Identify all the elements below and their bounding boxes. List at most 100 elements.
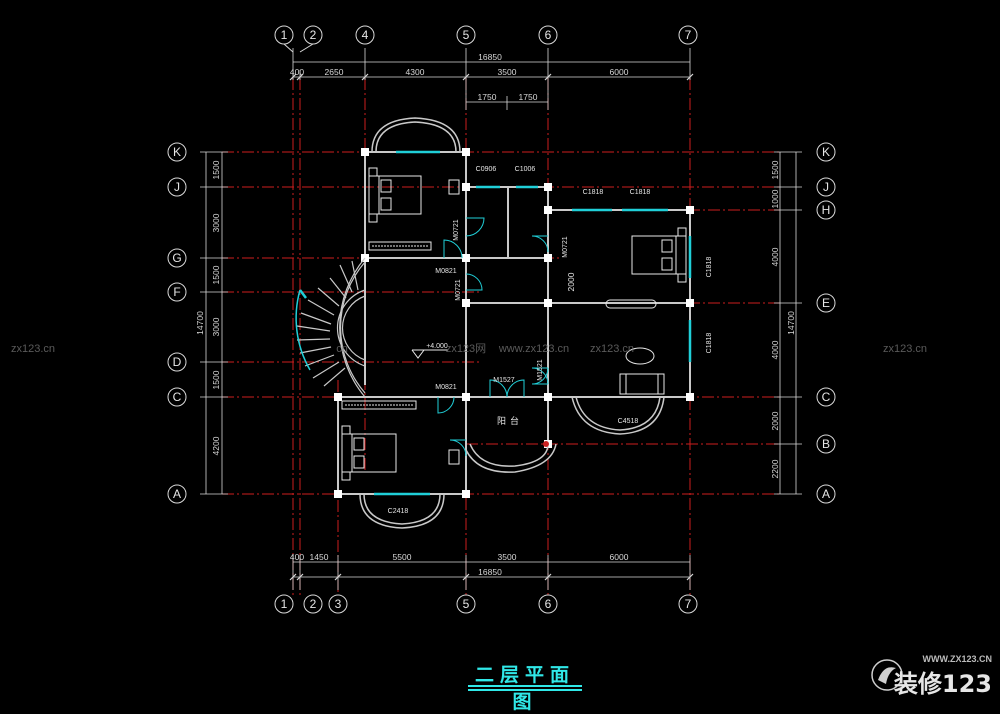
wardrobes [341,241,432,410]
label-c1818-c: C1818 [706,257,713,278]
label-m0721-c: M0721 [562,236,569,258]
axis-label-top-5: 5 [463,28,470,42]
label-m0721-a: M0721 [453,219,460,241]
axis-label-top-4: 4 [362,28,369,42]
watermark-mid1: zx123网 [446,343,486,355]
watermark-mid0: cn [336,343,348,355]
label-m0721-b: M0721 [455,279,462,301]
logo-url: WWW.ZX123.CN [922,654,992,664]
label-c2418: C2418 [388,508,409,515]
label-c0906: C0906 [476,166,497,173]
dim-top-4300: 4300 [406,67,425,77]
dim-bottom-5500: 5500 [393,552,412,562]
bed-bottom-left [341,425,397,481]
dim-right-4000a: 4000 [770,247,780,266]
axis-label-bottom-7: 7 [685,597,692,611]
wall-columns [334,148,694,498]
axis-label-bottom-1: 1 [281,597,288,611]
doors [437,217,549,457]
axis-label-left-f: F [173,285,180,299]
bay-windows [359,117,665,529]
watermark-right: zx123.cn [883,343,927,355]
right-room-furniture [448,179,665,465]
title-underline-1 [468,685,582,687]
site-logo: WWW.ZX123.CN 装修123 [868,652,998,698]
dim-left-4200: 4200 [211,436,221,455]
axis-bubbles-bottom [274,594,698,614]
level-marker [411,349,448,359]
dim-right-4000b: 4000 [770,340,780,359]
label-c1006: C1006 [515,166,536,173]
dim-top-400: 400 [290,67,304,77]
watermark-mid3: zx123.cn [590,343,634,355]
axis-label-top-7: 7 [685,28,692,42]
watermark-mid2: www.zx123.cn [498,343,569,355]
label-level: +4.000 [426,343,448,350]
watermark-left: zx123.cn [11,343,55,355]
dim-bottom-1450: 1450 [310,552,329,562]
bed-top-left [368,167,422,223]
stair-handrail [295,289,311,371]
dim-bottom-total: 16850 [478,567,502,577]
axis-label-left-k: K [173,145,181,159]
dim-bottom-6000: 6000 [610,552,629,562]
label-balcony: 阳台 [497,415,523,426]
label-inner-2000: 2000 [566,272,576,291]
label-c1818-a: C1818 [583,189,604,196]
dim-right-1500: 1500 [770,160,780,179]
dim-bottom-400: 400 [290,552,304,562]
axis-label-right-k: K [822,145,830,159]
label-m0821-b: M0821 [435,384,457,391]
label-c1818-b: C1818 [630,189,651,196]
windows [299,150,692,496]
axis-label-top-1: 1 [281,28,288,42]
dimension-lines [200,48,802,590]
axis-bubbles-right [816,142,836,504]
drawing-title-text: 二层平面图 [474,664,575,713]
dimension-ticks [289,73,694,581]
walls [337,151,691,495]
axis-label-right-b: B [822,437,830,451]
axis-label-top-2: 2 [310,28,317,42]
drawing-title: 二层平面图 [468,660,582,713]
dim-bottom-3500: 3500 [498,552,517,562]
axis-label-left-c: C [173,390,182,404]
dim-left-3000a: 3000 [211,213,221,232]
title-underline-2 [468,689,582,691]
dim-left-3000b: 3000 [211,317,221,336]
axis-label-bottom-3: 3 [335,597,342,611]
axis-label-bottom-5: 5 [463,597,470,611]
axis-label-bottom-2: 2 [310,597,317,611]
axis-label-left-g: G [172,251,181,265]
rain-pipe [543,441,549,447]
dim-right-2200: 2200 [770,459,780,478]
axis-label-right-j: J [823,180,829,194]
bed-right [631,227,687,283]
axis-label-right-h: H [822,203,831,217]
label-c4518: C4518 [618,418,639,425]
axis-label-right-c: C [822,390,831,404]
dim-top-sub-2: 1750 [519,92,538,102]
dim-top-3500: 3500 [498,67,517,77]
label-c1818-d: C1818 [706,333,713,354]
dim-right-1000: 1000 [770,189,780,208]
axis-label-bottom-6: 6 [545,597,552,611]
dim-left-1500b: 1500 [211,265,221,284]
logo-brand: 装修123 [893,670,992,698]
dim-right-total: 14700 [786,311,796,335]
axis-grid [222,78,780,595]
label-m1527: M1527 [493,377,515,384]
axis-label-left-d: D [173,355,182,369]
axis-bubbles-left [167,142,187,504]
dim-top-sub-1: 1750 [478,92,497,102]
dim-top-2650: 2650 [325,67,344,77]
axis-label-left-a: A [173,487,181,501]
axis-label-right-e: E [822,296,830,310]
dim-left-total: 14700 [195,311,205,335]
floor-plan-drawing: 1 2 4 5 6 7 1 2 3 5 6 7 K J G F D C A K … [11,25,927,614]
label-m1521: M1521 [537,359,544,381]
dim-right-2000: 2000 [770,411,780,430]
axis-label-right-a: A [822,487,830,501]
dim-top-6000: 6000 [610,67,629,77]
label-m0821-a: M0821 [435,268,457,275]
